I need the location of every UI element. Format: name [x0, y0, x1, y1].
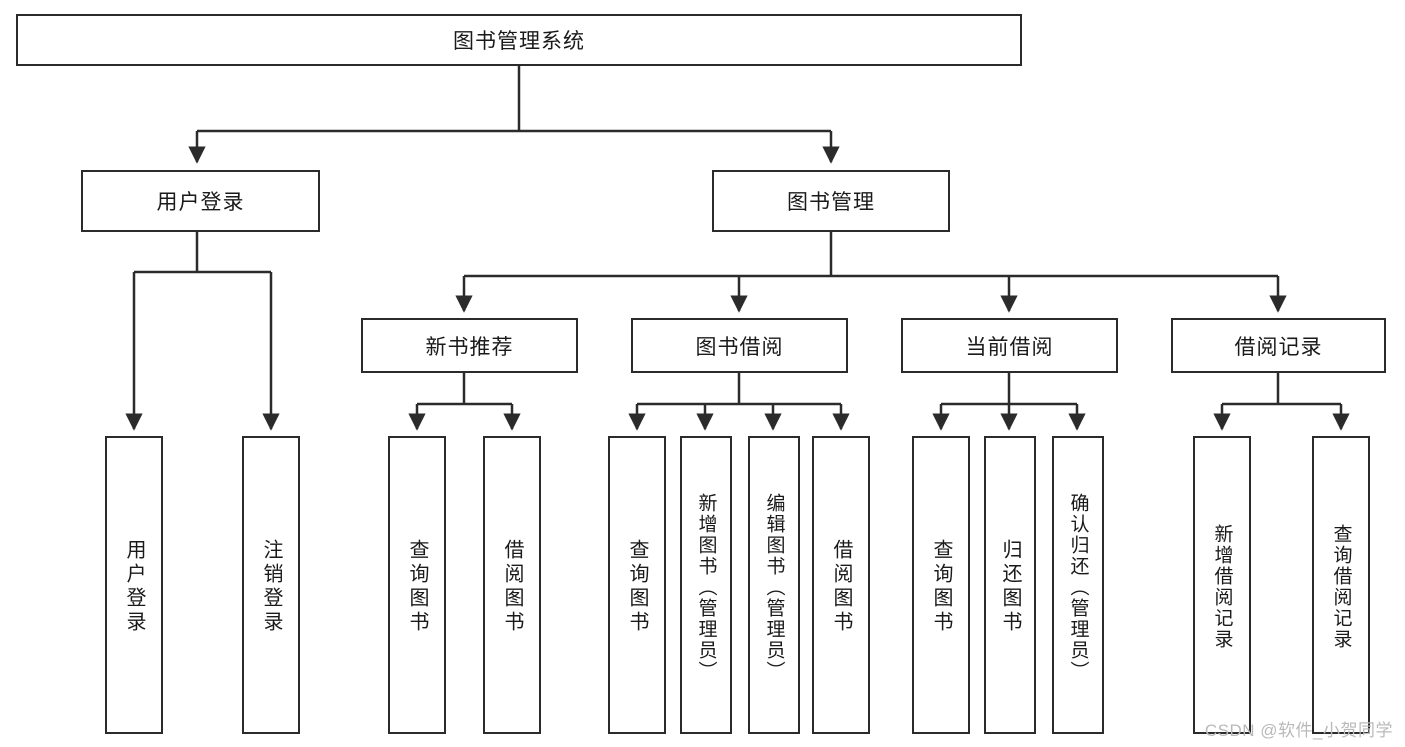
node-root[interactable]: 图书管理系统	[16, 14, 1022, 66]
node-new-book-recommend-label: 新书推荐	[425, 335, 514, 359]
node-new-book-recommend[interactable]: 新书推荐	[361, 318, 578, 373]
node-current-borrow[interactable]: 当前借阅	[901, 318, 1118, 373]
leaf-current-borrow-confirm[interactable]: 确认归还（管理员）	[1052, 436, 1104, 734]
node-book-manage-label: 图书管理	[787, 191, 875, 214]
leaf-user-login-login-label: 用户登录	[123, 539, 145, 635]
leaf-user-login-logout-label: 注销登录	[260, 539, 282, 635]
leaf-book-borrow-edit[interactable]: 编辑图书（管理员）	[748, 436, 800, 734]
leaf-user-login-logout[interactable]: 注销登录	[242, 436, 300, 734]
leaf-book-borrow-add[interactable]: 新增图书（管理员）	[680, 436, 732, 734]
leaf-book-borrow-edit-label: 编辑图书（管理员）	[763, 492, 785, 682]
leaf-new-book-query[interactable]: 查询图书	[388, 436, 446, 734]
watermark: CSDN @软件_小贺同学	[1204, 721, 1393, 740]
leaf-book-borrow-borrow-label: 借阅图书	[830, 539, 852, 635]
leaf-current-borrow-return-label: 归还图书	[999, 539, 1021, 635]
node-borrow-record-label: 借阅记录	[1234, 335, 1323, 359]
node-book-borrow[interactable]: 图书借阅	[631, 318, 848, 373]
node-root-label: 图书管理系统	[453, 30, 585, 53]
leaf-current-borrow-return[interactable]: 归还图书	[984, 436, 1036, 734]
leaf-book-borrow-query[interactable]: 查询图书	[608, 436, 666, 734]
leaf-book-borrow-borrow[interactable]: 借阅图书	[812, 436, 870, 734]
node-borrow-record[interactable]: 借阅记录	[1171, 318, 1386, 373]
leaf-borrow-record-add-label: 新增借阅记录	[1211, 524, 1233, 650]
leaf-current-borrow-query[interactable]: 查询图书	[912, 436, 970, 734]
leaf-book-borrow-add-label: 新增图书（管理员）	[695, 492, 717, 682]
leaf-book-borrow-query-label: 查询图书	[626, 539, 648, 635]
leaf-borrow-record-query[interactable]: 查询借阅记录	[1312, 436, 1370, 734]
leaf-current-borrow-query-label: 查询图书	[930, 539, 952, 635]
leaf-new-book-query-label: 查询图书	[406, 539, 428, 635]
leaf-new-book-borrow[interactable]: 借阅图书	[483, 436, 541, 734]
node-user-login-label: 用户登录	[156, 191, 245, 214]
leaf-borrow-record-query-label: 查询借阅记录	[1330, 524, 1352, 650]
leaf-new-book-borrow-label: 借阅图书	[501, 539, 523, 635]
node-user-login[interactable]: 用户登录	[81, 170, 320, 232]
node-current-borrow-label: 当前借阅	[965, 335, 1054, 359]
leaf-borrow-record-add[interactable]: 新增借阅记录	[1193, 436, 1251, 734]
node-book-borrow-label: 图书借阅	[695, 335, 784, 359]
node-book-manage[interactable]: 图书管理	[712, 170, 950, 232]
leaf-user-login-login[interactable]: 用户登录	[105, 436, 163, 734]
leaf-current-borrow-confirm-label: 确认归还（管理员）	[1067, 492, 1089, 682]
